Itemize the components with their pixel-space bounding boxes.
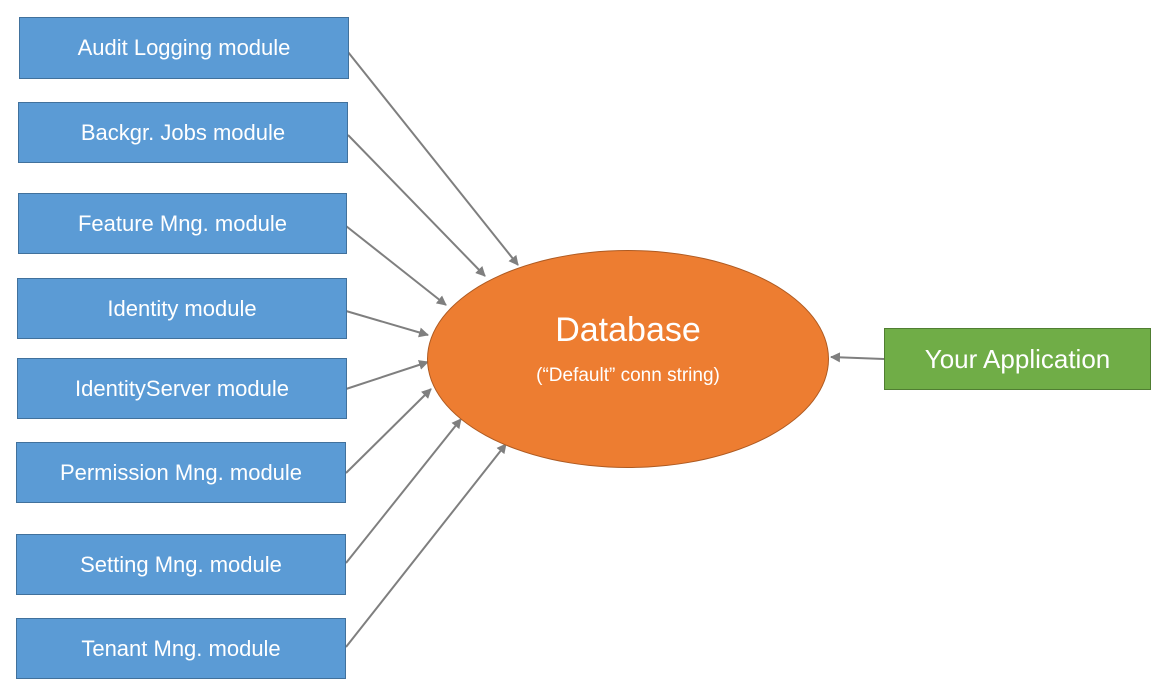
database-title: Database	[555, 311, 701, 349]
module-backgr-jobs: Backgr. Jobs module	[18, 102, 348, 163]
connector-backgr-jobs	[347, 134, 486, 277]
connector-feature-mng	[345, 225, 447, 306]
connector-your-application	[830, 352, 885, 363]
module-permission-mng: Permission Mng. module	[16, 442, 346, 503]
module-identityserver: IdentityServer module	[17, 358, 347, 419]
module-audit-logging: Audit Logging module	[19, 17, 349, 79]
connector-identity	[345, 310, 429, 338]
module-feature-mng: Feature Mng. module	[18, 193, 347, 254]
connector-identityserver	[345, 360, 429, 390]
your-application-box: Your Application	[884, 328, 1151, 390]
module-tenant-mng: Tenant Mng. module	[16, 618, 346, 679]
connector-setting-mng	[345, 418, 462, 564]
connector-permission-mng	[345, 388, 432, 474]
module-setting-mng: Setting Mng. module	[16, 534, 346, 595]
connector-audit-logging	[347, 51, 519, 266]
connector-tenant-mng	[345, 443, 507, 648]
module-identity: Identity module	[17, 278, 347, 339]
database-ellipse: Database (“Default” conn string)	[427, 250, 829, 468]
database-subtitle: (“Default” conn string)	[536, 365, 720, 386]
